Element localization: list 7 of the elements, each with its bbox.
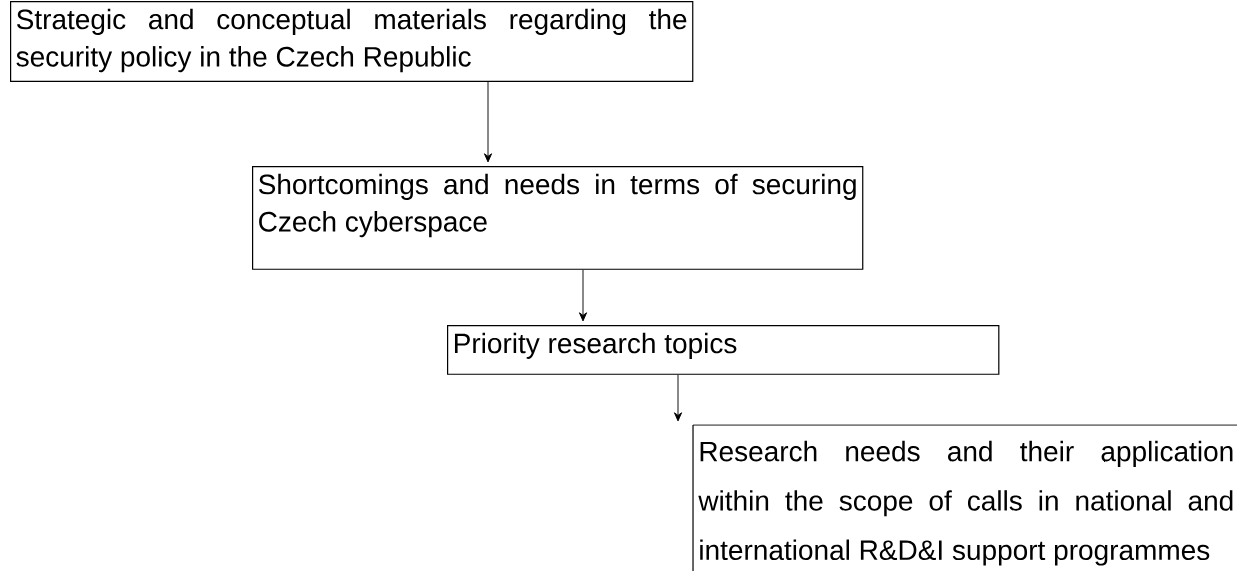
arrow — [483, 81, 493, 163]
process-box: Priority research topics — [447, 325, 1000, 375]
process-box: Research needs and their application within the scope of calls in national and international R&D&I support programmes — [692, 424, 1237, 571]
arrow — [673, 374, 683, 422]
process-box: Shortcomings and needs in terms of securing Czech cyberspace — [252, 166, 864, 270]
arrow — [578, 269, 588, 322]
process-box: Strategic and conceptual materials regarding the security policy in the Czech Republic — [10, 1, 694, 82]
